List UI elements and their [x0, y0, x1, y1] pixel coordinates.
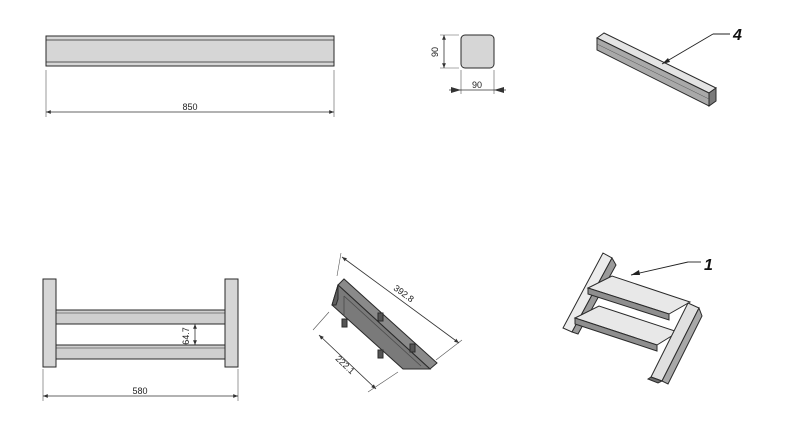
beam-isometric-view: 4 [596, 27, 742, 107]
callout-assembly-number: 1 [704, 257, 713, 274]
dimension-triangle-leg: 222.1 [333, 353, 356, 376]
dimension-triangle-hypotenuse: 392.8 [392, 283, 416, 304]
dimension-section-height: 90 [430, 47, 440, 57]
dimension-section-width: 90 [472, 80, 482, 90]
assembly-isometric-view: 1 [562, 252, 713, 385]
triangle-plate-view: 392.8 222.1 [312, 252, 463, 393]
dimension-frame-width: 580 [132, 386, 147, 396]
beam-section-view: 90 90 [430, 34, 506, 94]
frame-front-view: 64.7 580 [42, 278, 239, 401]
dimension-beam-length: 850 [182, 102, 197, 112]
callout-beam-number: 4 [732, 27, 742, 44]
dimension-rail-spacing: 64.7 [181, 327, 191, 345]
beam-front-view: 850 [45, 35, 335, 117]
